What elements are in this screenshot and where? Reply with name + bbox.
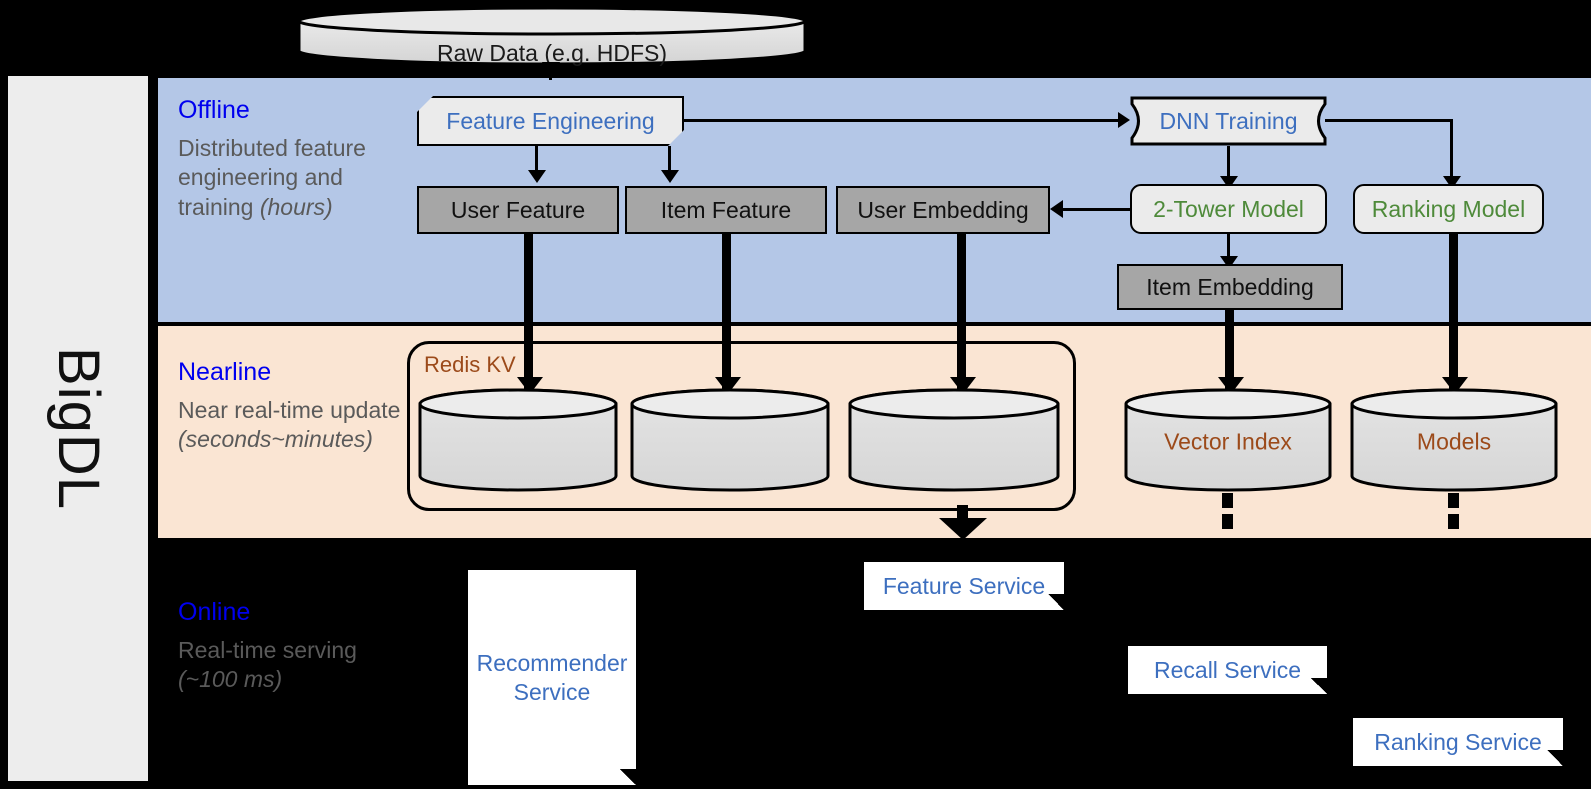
offline-description-emphasis: (hours) (259, 193, 333, 220)
ranking-model-label: Ranking Model (1371, 195, 1526, 222)
node-user-feature[interactable]: User Feature (417, 186, 619, 234)
pipe-item-feature-to-store (722, 234, 731, 390)
arrowhead-fe-to-dnn (1118, 112, 1130, 128)
models-shape (1350, 388, 1558, 492)
online-band-label: Online Real-time serving (~100 ms) (178, 598, 393, 695)
arrowhead-to-feature-service (939, 518, 987, 540)
node-recommender-service[interactable]: Recommender Service (468, 570, 636, 785)
pipe-ranking-model-to-models (1449, 234, 1458, 390)
raw-data-cylinder: Raw Data (e.g. HDFS) (296, 6, 808, 66)
feature-service-label: Feature Service (882, 572, 1046, 599)
two-tower-model-label: 2-Tower Model (1153, 195, 1304, 222)
arrowhead-fe-to-item-feature (661, 170, 679, 183)
node-ranking-service[interactable]: Ranking Service (1353, 718, 1563, 766)
stub-feature-service (957, 505, 968, 520)
pipe-user-feature-to-store (524, 234, 533, 390)
bigdl-sidebar: BigDL (8, 76, 148, 781)
nearline-description-emphasis: (seconds~minutes) (178, 426, 373, 453)
arrowhead-rawdata-to-fe (542, 62, 560, 75)
redis-kv-label: Redis KV (424, 352, 516, 377)
node-user-embedding[interactable]: User Embedding (836, 186, 1050, 234)
store-user-feature-shape (418, 388, 618, 492)
feature-engineering-label: Feature Engineering (446, 107, 655, 134)
connector-dnn-to-2tower (1227, 146, 1230, 178)
bigdl-brand-label: BigDL (45, 347, 111, 510)
models-cylinder[interactable]: Models (1349, 387, 1559, 493)
stub-models-1 (1448, 493, 1459, 508)
nearline-description-text: Near real-time update (178, 397, 401, 423)
dnn-training-label: DNN Training (1159, 107, 1298, 134)
connector-dnn-to-ranking-v (1450, 119, 1453, 179)
offline-description: Distributed feature engineering and trai… (178, 134, 393, 222)
vector-index-cylinder[interactable]: Vector Index (1123, 387, 1333, 493)
stub-models-2 (1448, 514, 1459, 529)
connector-fe-to-item-feature (668, 146, 671, 172)
node-item-embedding[interactable]: Item Embedding (1117, 264, 1343, 310)
pipe-item-embedding-to-vector-index (1225, 310, 1234, 390)
models-label: Models (1416, 428, 1492, 455)
online-description-emphasis: (~100 ms) (178, 666, 283, 693)
online-description-text: Real-time serving (178, 637, 357, 663)
nearline-description: Near real-time update (seconds~minutes) (178, 396, 413, 455)
user-feature-label: User Feature (450, 196, 586, 223)
offline-description-text: Distributed feature engineering and trai… (178, 135, 366, 220)
connector-2tower-to-user-embedding (1062, 208, 1132, 211)
store-user-embedding-cylinder[interactable] (847, 387, 1061, 493)
stub-vector-index-1 (1222, 493, 1233, 508)
node-ranking-model[interactable]: Ranking Model (1353, 184, 1544, 234)
store-item-feature-cylinder[interactable] (629, 387, 831, 493)
offline-title: Offline (178, 96, 250, 124)
nearline-band-label: Nearline Near real-time update (seconds~… (178, 358, 413, 455)
connector-fe-to-user-feature (535, 146, 538, 172)
node-feature-engineering[interactable]: Feature Engineering (417, 96, 684, 146)
online-description: Real-time serving (~100 ms) (178, 636, 393, 695)
store-user-feature-cylinder[interactable] (417, 387, 619, 493)
offline-band-label: Offline Distributed feature engineering … (178, 96, 393, 222)
vector-index-label: Vector Index (1164, 428, 1292, 455)
connector-2tower-to-item-embedding (1227, 234, 1230, 260)
recommender-service-label: Recommender Service (476, 649, 628, 705)
pipe-user-embedding-to-store (957, 234, 966, 390)
dnn-training-shape (1130, 96, 1327, 146)
recall-service-label: Recall Service (1154, 656, 1301, 683)
connector-dnn-to-ranking-h (1325, 119, 1453, 122)
user-embedding-label: User Embedding (857, 196, 1029, 223)
node-two-tower-model[interactable]: 2-Tower Model (1130, 184, 1327, 234)
item-embedding-label: Item Embedding (1146, 273, 1314, 300)
vector-index-shape (1124, 388, 1332, 492)
stub-vector-index-2 (1222, 514, 1233, 529)
ranking-service-label: Ranking Service (1374, 728, 1542, 755)
item-feature-label: Item Feature (660, 196, 792, 223)
online-title: Online (178, 598, 251, 626)
node-recall-service[interactable]: Recall Service (1128, 646, 1327, 694)
node-item-feature[interactable]: Item Feature (625, 186, 827, 234)
arrowhead-2tower-to-user-embedding (1050, 200, 1063, 218)
arrowhead-fe-to-user-feature (528, 170, 546, 183)
raw-data-shape (297, 6, 807, 66)
node-feature-service[interactable]: Feature Service (864, 562, 1064, 610)
store-item-feature-shape (630, 388, 830, 492)
node-dnn-training[interactable]: DNN Training (1130, 96, 1327, 146)
connector-fe-to-dnn (684, 119, 1118, 122)
nearline-title: Nearline (178, 358, 272, 386)
raw-data-label: Raw Data (e.g. HDFS) (436, 40, 668, 66)
redis-kv-container (407, 341, 1076, 511)
store-user-embedding-shape (848, 388, 1060, 492)
